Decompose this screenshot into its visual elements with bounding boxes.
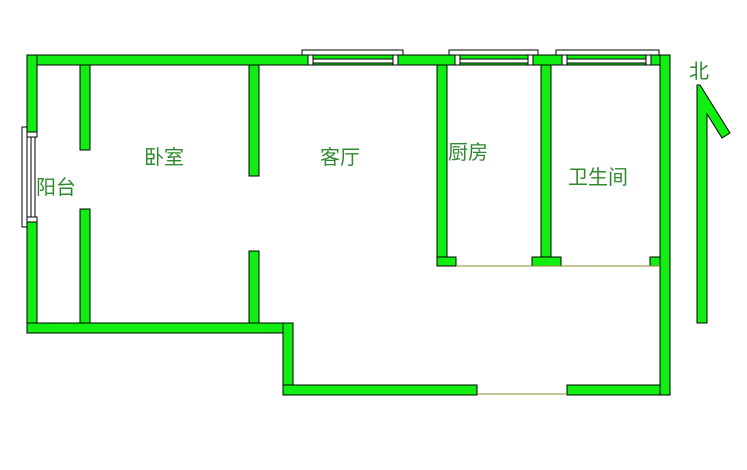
- window-frame: [561, 54, 568, 66]
- left-wall-upper: [26, 54, 38, 136]
- label-bathroom: 卫生间: [568, 165, 628, 189]
- left-wall-lower: [26, 219, 38, 334]
- north-arrow: 北: [689, 59, 731, 324]
- window-bathroom: [555, 49, 660, 56]
- windows: [21, 49, 660, 228]
- window-balcony: [21, 126, 28, 228]
- balcony-wall-upper: [79, 64, 91, 151]
- window-frame: [26, 131, 38, 138]
- window-frame: [454, 54, 461, 66]
- window-frame: [26, 216, 38, 223]
- kitchen-left-wall: [436, 64, 448, 267]
- kitchen-bath-foot: [531, 256, 562, 267]
- label-balcony: 阳台: [36, 175, 76, 199]
- window-frame: [392, 54, 399, 66]
- step-wall: [282, 322, 294, 396]
- window-pane: [566, 58, 647, 64]
- kitchen-bath-wall: [540, 64, 552, 258]
- window-frame: [645, 54, 652, 66]
- label-kitchen: 厨房: [448, 140, 488, 164]
- north-arrow-icon: [696, 84, 731, 324]
- north-label: 北: [689, 59, 709, 83]
- window-frame: [527, 54, 534, 66]
- walls: [26, 54, 671, 396]
- window-frame: [307, 54, 314, 66]
- balcony-wall-lower: [79, 208, 91, 324]
- window-pane: [312, 58, 394, 64]
- bath-right-foot: [649, 256, 661, 267]
- bottom-left-wall: [26, 322, 294, 334]
- label-living-room: 客厅: [320, 145, 360, 169]
- bottom-wall-right: [566, 384, 671, 396]
- window-kitchen: [448, 49, 539, 56]
- room-labels: 卧室 客厅 厨房 卫生间 阳台: [36, 140, 628, 199]
- window-pane: [459, 58, 529, 64]
- label-bedroom: 卧室: [144, 145, 184, 169]
- bedroom-wall-lower: [248, 250, 260, 324]
- right-wall: [659, 54, 671, 396]
- bottom-wall-left: [282, 384, 478, 396]
- bedroom-wall-upper: [248, 64, 260, 177]
- window-living: [301, 49, 404, 56]
- window-pane: [30, 136, 36, 218]
- kitchen-left-foot: [436, 256, 457, 267]
